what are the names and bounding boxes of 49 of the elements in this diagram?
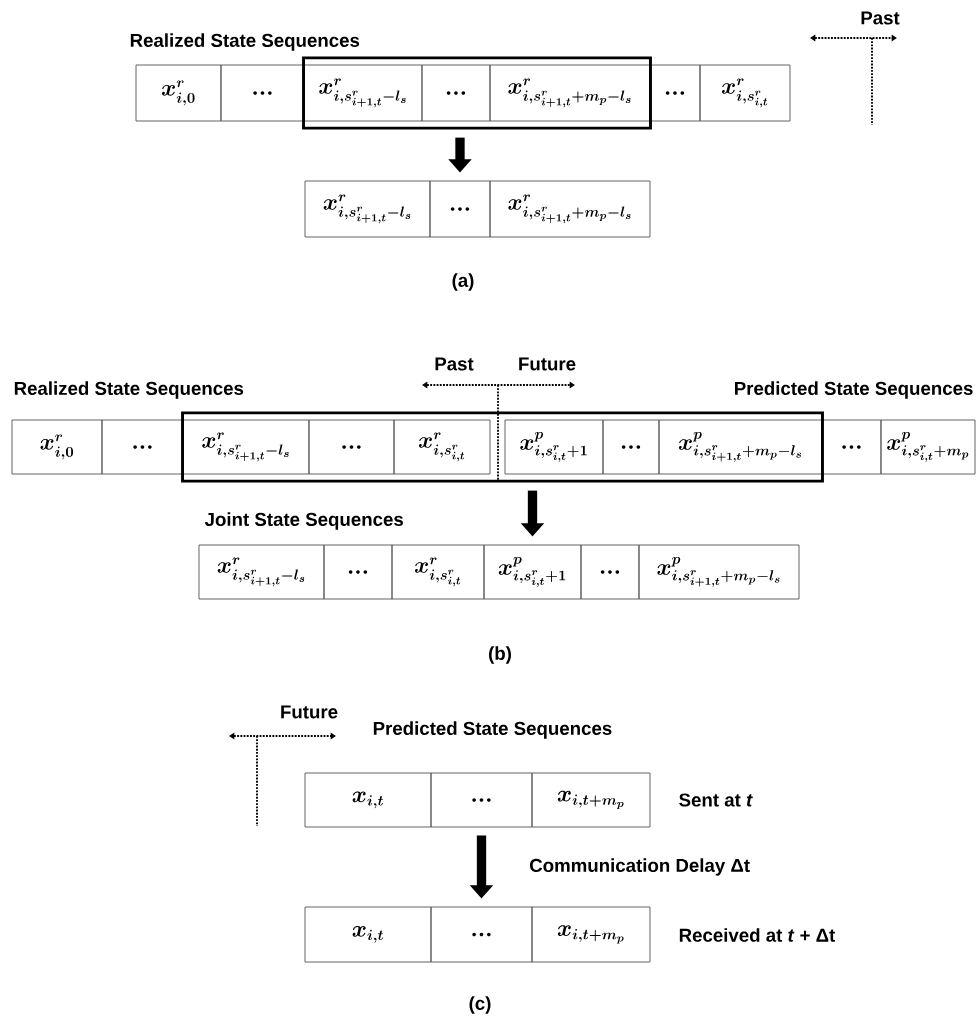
sequence-cell: $x^p_{i,s^r_{i+1,t}+m_p-l_s}$ <box>658 419 823 475</box>
sequence-cell: $...$ <box>649 64 701 122</box>
sequence-cell: $x^r_{i,s^r_{i,t}}$ <box>393 419 491 475</box>
sequence-cell: $x^p_{i,s^r_{i,t}+m_p}$ <box>880 419 976 475</box>
sequence-cell: $x^r_{i,0}$ <box>135 64 222 122</box>
sequence-cell: $...$ <box>101 419 184 475</box>
sequence-cell: $...$ <box>430 906 533 963</box>
sequence-cell: $x^r_{i,s^r_{i,t}}$ <box>391 544 485 600</box>
panel-label: (c) <box>469 996 491 1014</box>
sequence-cell: $...$ <box>602 419 660 475</box>
section-heading: Joint State Sequences <box>204 512 403 530</box>
sequence-cell: $x^r_{i,s^r_{i+1,t}-l_s}$ <box>182 419 310 475</box>
axis-label: Past <box>861 11 900 25</box>
sequence-cell: $...$ <box>421 64 491 122</box>
sequence-cell: $x_{i,t}$ <box>304 772 432 828</box>
sequence-cell: $x_{i,t+m_p}$ <box>531 906 651 963</box>
sequence-cell: $...$ <box>430 772 533 828</box>
panel-label: (b) <box>489 646 511 664</box>
sequence-cell: $x^r_{i,s^r_{i,t}}$ <box>699 64 791 122</box>
edge-label: Communication Delay Δt <box>530 858 750 876</box>
sequence-cell: $x^p_{i,s^r_{i+1,t}+m_p-l_s}$ <box>638 544 800 600</box>
section-heading: Predicted State Sequences <box>373 721 612 739</box>
sequence-cell: $x^r_{i,s^r_{i+1,t}+m_p-l_s}$ <box>489 64 651 122</box>
sequence-cell: $...$ <box>429 180 491 238</box>
annotation: Sent at t <box>679 793 753 807</box>
sequence-cell: $...$ <box>821 419 882 475</box>
sequence-cell: $x^r_{i,s^r_{i+1,t}-l_s}$ <box>304 180 431 238</box>
axis-label: Future <box>519 357 576 371</box>
sequence-cell: $...$ <box>580 544 640 600</box>
sequence-cell: $...$ <box>220 64 305 122</box>
section-heading: Predicted State Sequences <box>735 381 973 399</box>
panel-label: (a) <box>452 273 474 291</box>
sequence-cell: $x^p_{i,s^r_{i,t}+1}$ <box>483 544 582 600</box>
sequence-cell: $x^p_{i,s^r_{i,t}+1}$ <box>504 419 604 475</box>
sequence-cell: $x^r_{i,0}$ <box>11 419 103 475</box>
sequence-cell: $x_{i,t+m_p}$ <box>531 772 651 828</box>
annotation: Received at t + Δt <box>679 928 836 942</box>
section-heading: Realized State Sequences <box>130 33 360 51</box>
sequence-cell: $...$ <box>323 544 393 600</box>
sequence-cell: $...$ <box>308 419 395 475</box>
selection-frame <box>302 56 652 130</box>
section-heading: Realized State Sequences <box>14 381 244 399</box>
selection-frame <box>181 411 824 483</box>
sequence-cell: $x^r_{i,s^r_{i+1,t}-l_s}$ <box>303 64 423 122</box>
axis-label: Past <box>435 357 474 371</box>
sequence-cell: $x^r_{i,s^r_{i+1,t}-l_s}$ <box>198 544 325 600</box>
sequence-cell: $x_{i,t}$ <box>304 906 432 963</box>
axis-label: Future <box>281 705 338 719</box>
sequence-cell: $x^r_{i,s^r_{i+1,t}+m_p-l_s}$ <box>489 180 651 238</box>
